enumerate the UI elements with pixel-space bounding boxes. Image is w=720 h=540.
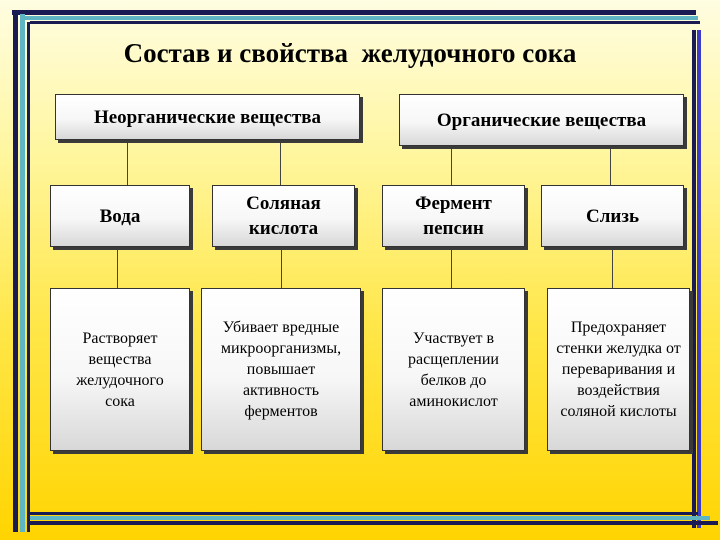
component-pepsin-label: Фермент пепсин [415,193,492,239]
connector-hcl-function [281,247,282,288]
connector-pepsin-function [451,247,452,288]
frame-top-teal [22,16,698,20]
page-title: Состав и свойства желудочного сока [123,38,577,68]
frame-right-dark [692,30,696,528]
connector-inorganic-water [127,140,128,185]
frame-top-dark [12,10,696,15]
component-pepsin: Фермент пепсин [382,185,525,247]
category-inorganic-label: Неорганические вещества [93,106,322,128]
function-pepsin-text: Участвует в расщеплении белков до аминок… [408,329,499,410]
function-water-text: Растворяет вещества желудочного сока [76,329,164,410]
connector-organic-mucus [610,146,611,185]
frame-top-dark-2 [30,21,700,24]
frame-right-blue [697,30,701,528]
frame-left-teal [20,14,25,532]
function-hcl: Убивает вредные микроорганизмы, повышает… [201,288,361,451]
function-mucus-text: Предохраняет стенки желудка от переварив… [556,319,681,420]
function-hcl-text: Убивает вредные микроорганизмы, повышает… [220,319,342,420]
component-mucus: Слизь [541,185,684,247]
function-mucus: Предохраняет стенки желудка от переварив… [547,288,690,451]
component-hcl-label: Соляная кислота [246,193,321,239]
category-inorganic: Неорганические вещества [55,94,360,140]
component-mucus-label: Слизь [585,205,639,227]
function-water: Растворяет вещества желудочного сока [50,288,190,451]
component-hcl: Соляная кислота [212,185,355,247]
category-organic: Органические вещества [399,94,684,146]
connector-mucus-function [612,247,613,288]
connector-organic-pepsin [451,146,452,185]
component-water: Вода [50,185,190,247]
frame-bottom-teal [30,516,710,520]
component-water-label: Вода [99,205,141,227]
frame-bottom-dark-2 [30,521,718,525]
category-organic-label: Органические вещества [436,109,647,131]
function-pepsin: Участвует в расщеплении белков до аминок… [382,288,525,451]
connector-water-function [117,247,118,288]
frame-bottom-dark [30,512,698,515]
frame-left-dark [13,12,18,532]
connector-inorganic-hcl [280,140,281,185]
frame-left-dark-2 [27,22,30,532]
